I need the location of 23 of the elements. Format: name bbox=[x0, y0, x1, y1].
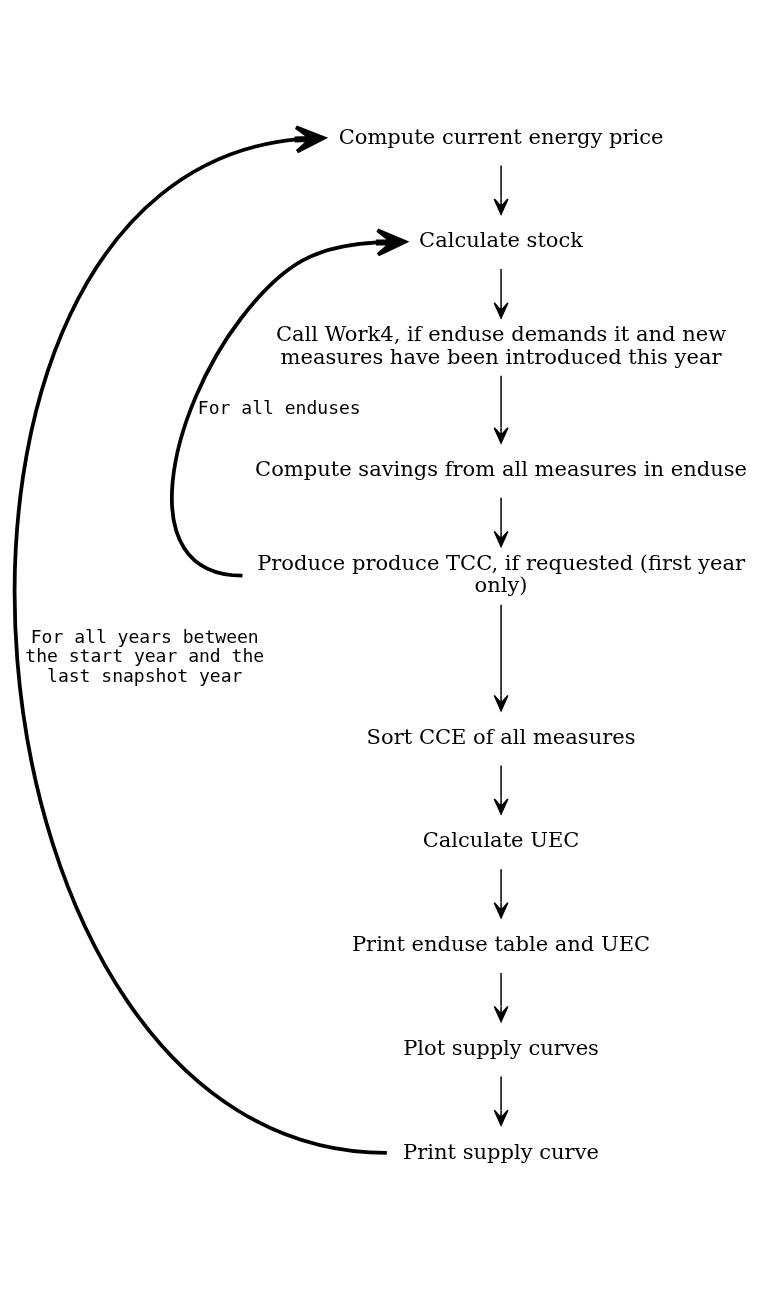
node-text: Calculate UEC bbox=[422, 827, 580, 853]
arrow bbox=[14, 125, 388, 1155]
edge-label: For all years between the start year and the last snapshot year bbox=[25, 625, 265, 686]
arrow bbox=[493, 972, 509, 1023]
arrow bbox=[493, 164, 509, 215]
node-text: Compute current energy price bbox=[338, 123, 664, 149]
node-text: Call Work4, if enduse demands it and new measures have been introduced this year bbox=[275, 321, 727, 369]
arrow bbox=[493, 868, 509, 919]
node-text: Calculate stock bbox=[419, 227, 584, 253]
arrow bbox=[493, 604, 509, 712]
node-text: Sort CCE of all measures bbox=[366, 723, 636, 749]
edge-label: For all enduses bbox=[197, 397, 361, 419]
arrow bbox=[493, 496, 509, 548]
arrow bbox=[493, 764, 509, 815]
node-text: Produce produce TCC, if requested (first year only) bbox=[257, 549, 745, 598]
arrow bbox=[493, 375, 509, 444]
arrow bbox=[493, 1075, 509, 1126]
arrow bbox=[493, 268, 509, 319]
arrow bbox=[170, 228, 407, 578]
node-text: Print supply curve bbox=[403, 1138, 599, 1164]
node-text: Print enduse table and UEC bbox=[351, 931, 651, 957]
node-text: Compute savings from all measures in enduse bbox=[255, 455, 748, 481]
node-text: Plot supply curves bbox=[403, 1034, 599, 1060]
